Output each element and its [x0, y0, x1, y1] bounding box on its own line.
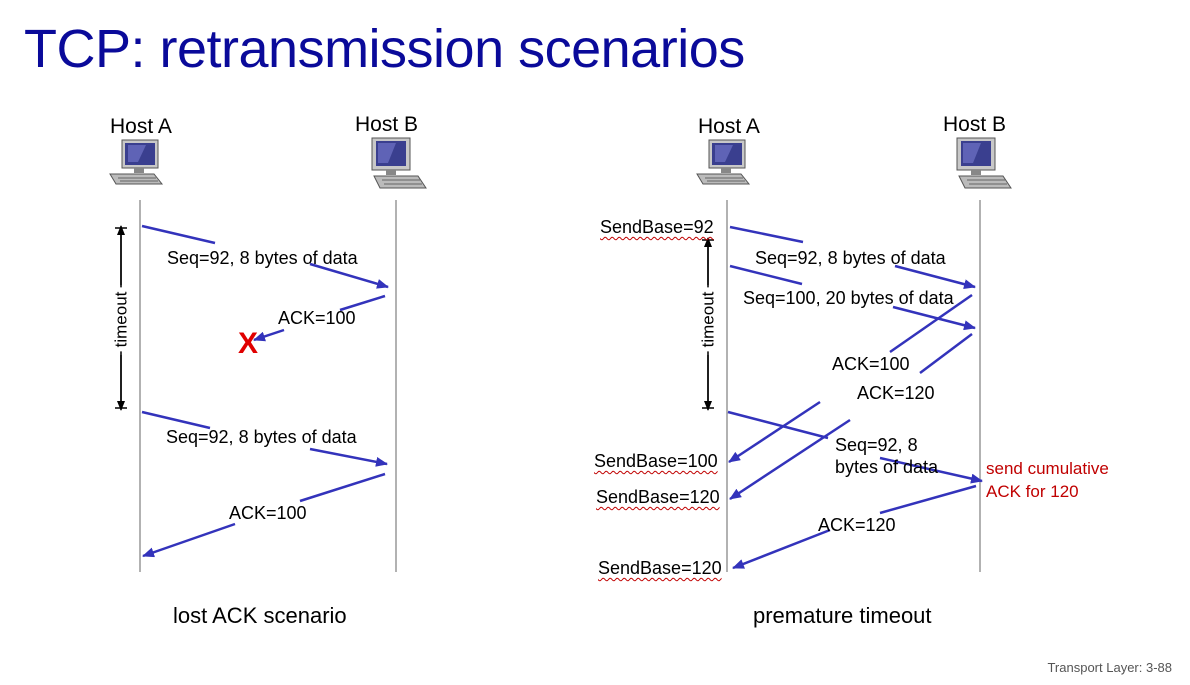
ack-label: ACK=100: [229, 503, 307, 523]
ack-arrow: [299, 472, 386, 503]
segment-arrow: [141, 224, 216, 245]
ack-arrow-lost: [339, 294, 386, 312]
ack-label: ACK=120: [818, 515, 896, 535]
ack-label: ACK=100: [278, 308, 356, 328]
seq-label: Seq=92, 8: [835, 435, 918, 455]
sendbase-label: SendBase=120: [596, 487, 720, 507]
host-a-label: Host A: [110, 115, 172, 138]
segment-arrow: [729, 264, 803, 286]
sendbase-label: SendBase=92: [600, 217, 714, 237]
ack-arrow: [919, 333, 973, 374]
ack-arrow: [729, 418, 851, 501]
desktop-computer-icon: [371, 137, 427, 189]
slide-title: TCP: retransmission scenarios: [24, 19, 745, 79]
segment-arrow: [141, 410, 211, 430]
ack-arrow: [728, 400, 821, 464]
segment-arrow: [892, 305, 976, 331]
seq-label: Seq=92, 8 bytes of data: [167, 248, 358, 268]
segment-arrow: [729, 225, 804, 244]
seq-label: Seq=92, 8 bytes of data: [755, 248, 946, 268]
scenario-caption: lost ACK scenario: [173, 603, 347, 628]
scenario-caption: premature timeout: [753, 603, 932, 628]
segment-arrow: [727, 410, 829, 440]
ack-arrow: [879, 484, 977, 515]
segment-arrow: [894, 264, 976, 290]
segment-arrow: [309, 262, 389, 289]
host-a-label: Host A: [698, 115, 760, 138]
sendbase-label: SendBase=100: [594, 451, 718, 471]
seq-label: Seq=92, 8 bytes of data: [166, 427, 357, 447]
ack-label: ACK=120: [857, 383, 935, 403]
note-line: ACK for 120: [986, 482, 1079, 501]
desktop-computer-icon: [696, 139, 751, 185]
lost-packet-x-icon: X: [238, 327, 259, 360]
cumulative-ack-note: send cumulative ACK for 120: [986, 457, 1109, 503]
host-b-label: Host B: [943, 113, 1007, 136]
sendbase-label: SendBase=120: [598, 558, 722, 578]
ack-label: ACK=100: [832, 354, 910, 374]
timeout-label: timeout: [698, 287, 717, 352]
ack-arrow: [732, 528, 831, 570]
ack-arrow: [889, 293, 973, 354]
host-b-label: Host B: [355, 113, 419, 136]
segment-arrow: [309, 447, 388, 467]
ack-arrow-lost: [253, 328, 285, 342]
seq-label: bytes of data: [835, 457, 939, 477]
slide-footer: Transport Layer: 3-88: [1047, 660, 1172, 675]
desktop-computer-icon: [956, 137, 1012, 189]
ack-arrow: [142, 522, 236, 558]
desktop-computer-icon: [109, 139, 164, 185]
segment-arrow: [879, 456, 983, 484]
timeout-label: timeout: [111, 287, 130, 352]
note-line: send cumulative: [986, 459, 1109, 478]
seq-label: Seq=100, 20 bytes of data: [743, 288, 954, 308]
